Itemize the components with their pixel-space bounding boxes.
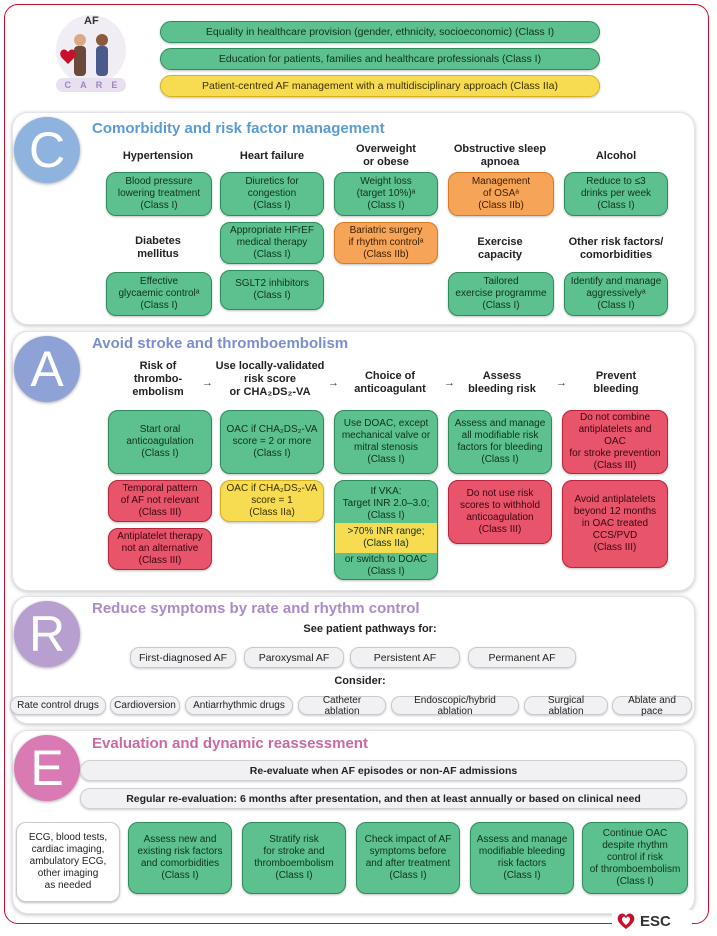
esc-text: ESC [640, 912, 671, 930]
head-choice-anticoagulant: Choice of anticoagulant [354, 370, 426, 395]
box-weight-loss: Weight loss (target 10%)ᵃ (Class I) [334, 172, 438, 216]
box-bariatric: Bariatric surgery if rhythm controlᵃ (Cl… [334, 222, 438, 264]
care-letter-c: C [64, 80, 72, 90]
box-exercise: Tailored exercise programme (Class I) [448, 272, 554, 316]
arrow-2: → [328, 377, 339, 389]
box-other: Identify and manage aggressivelyᵃ (Class… [564, 272, 668, 316]
head-risk-score: Use locally-validated risk score or CHA₂… [215, 360, 325, 398]
box-alcohol: Reduce to ≤3 drinks per week (Class I) [564, 172, 668, 216]
head-overweight: Overweight or obese [356, 143, 416, 168]
option-catheter-ablation: Catheter ablation [298, 695, 386, 717]
box-avoid-antiplatelets: Avoid antiplatelets beyond 12 months in … [562, 480, 668, 568]
outer-frame [4, 4, 709, 924]
box-vka: If VKA: Target INR 2.0–3.0; (Class I) >7… [334, 480, 438, 580]
box-stratify-risk: Stratify risk for stroke and thromboembo… [242, 822, 346, 894]
box-start-oac: Start oral anticoagulation (Class I) [108, 410, 212, 474]
af-care-logo [52, 12, 130, 96]
section-e-title: Evaluation and dynamic reassessment [92, 735, 368, 752]
box-hypertension: Blood pressure lowering treatment (Class… [106, 172, 212, 216]
see-pathways-label: See patient pathways for: [303, 623, 437, 635]
pathway-persistent[interactable]: Persistent AF [350, 647, 460, 668]
box-assess-bleeding: Assess and manage all modifiable risk fa… [448, 410, 552, 474]
letter-r-badge: R [14, 601, 80, 667]
box-diuretics: Diuretics for congestion (Class I) [220, 172, 324, 216]
patient-centred-pill: Patient-centred AF management with a mul… [160, 75, 600, 97]
box-osa: Management of OSAᵃ (Class IIb) [448, 172, 554, 216]
box-hfref: Appropriate HFrEF medical therapy (Class… [220, 222, 324, 264]
option-antiarrhythmic: Antiarrhythmic drugs [185, 696, 293, 715]
head-alcohol: Alcohol [595, 150, 637, 162]
vka-target: If VKA: Target INR 2.0–3.0; (Class I) [342, 486, 430, 521]
box-check-symptoms: Check impact of AF symptoms before and a… [356, 822, 460, 894]
esc-logo: ESC [612, 910, 692, 932]
box-diabetes: Effective glycaemic controlᵃ (Class I) [106, 272, 212, 316]
head-osa: Obstructive sleep apnoea [453, 143, 547, 168]
box-use-doac: Use DOAC, except mechanical valve or mit… [334, 410, 438, 474]
box-continue-oac: Continue OAC despite rhythm control if r… [582, 822, 688, 894]
care-letter-a: A [80, 80, 87, 90]
arrow-4: → [556, 377, 567, 389]
pathway-permanent[interactable]: Permanent AF [468, 647, 576, 668]
head-other: Other risk factors/ comorbidities [568, 236, 664, 261]
head-diabetes: Diabetes mellitus [135, 235, 181, 260]
esc-heart-icon [617, 913, 635, 929]
vka-switch: or switch to DOAC (Class I) [344, 554, 428, 577]
option-cardioversion: Cardioversion [110, 696, 180, 715]
head-exercise: Exercise capacity [477, 236, 523, 261]
letter-c-badge: C [14, 117, 80, 183]
option-hybrid-ablation: Endoscopic/hybrid ablation [391, 695, 519, 717]
section-c-title: Comorbidity and risk factor management [92, 120, 385, 137]
arrow-1: → [202, 377, 213, 389]
box-oac-score-2: OAC if CHA₂DS₂-VA score = 2 or more (Cla… [220, 410, 324, 474]
head-hypertension: Hypertension [122, 150, 194, 162]
equality-pill: Equality in healthcare provision (gender… [160, 21, 600, 43]
head-risk-thromboembolism: Risk of thrombo- embolism [132, 360, 184, 398]
arrow-3: → [444, 377, 455, 389]
pathway-first-diagnosed[interactable]: First-diagnosed AF [130, 647, 236, 668]
head-prevent-bleeding: Prevent bleeding [593, 370, 639, 395]
box-do-not-combine: Do not combine antiplatelets and OAC for… [562, 410, 668, 474]
vka-inr-range: >70% INR range; (Class IIa) [335, 523, 437, 553]
education-pill: Education for patients, families and hea… [160, 48, 600, 70]
box-sglt2: SGLT2 inhibitors (Class I) [220, 270, 324, 310]
section-r-title: Reduce symptoms by rate and rhythm contr… [92, 600, 420, 617]
letter-e-badge: E [14, 735, 80, 801]
care-letter-r: R [95, 80, 103, 90]
letter-a-badge: A [14, 336, 80, 402]
section-a-title: Avoid stroke and thromboembolism [92, 335, 349, 352]
box-oac-score-1: OAC if CHA₂DS₂-VA score = 1 (Class IIa) [220, 480, 324, 522]
re-evaluate-bar: Re-evaluate when AF episodes or non-AF a… [80, 760, 687, 781]
option-rate-control: Rate control drugs [10, 696, 106, 715]
box-assess-risk-factors: Assess new and existing risk factors and… [128, 822, 232, 894]
consider-label: Consider: [334, 675, 386, 687]
option-ablate-pace: Ablate and pace [612, 695, 692, 717]
box-do-not-use-scores: Do not use risk scores to withhold antic… [448, 480, 552, 544]
head-bleeding-risk: Assess bleeding risk [468, 370, 536, 395]
head-heart-failure: Heart failure [239, 150, 305, 162]
box-temporal-pattern: Temporal pattern of AF not relevant (Cla… [108, 480, 212, 522]
box-antiplatelet-not-alternative: Antiplatelet therapy not an alternative … [108, 528, 212, 570]
regular-re-evaluation-bar: Regular re-evaluation: 6 months after pr… [80, 788, 687, 809]
box-investigations: ECG, blood tests, cardiac imaging, ambul… [16, 822, 120, 902]
box-bleeding-factors: Assess and manage modifiable bleeding ri… [470, 822, 574, 894]
af-logo-text: AF [84, 15, 99, 27]
pathway-paroxysmal[interactable]: Paroxysmal AF [244, 647, 344, 668]
option-surgical-ablation: Surgical ablation [524, 695, 608, 717]
care-letters: C A R E [60, 80, 122, 90]
care-letter-e: E [111, 80, 118, 90]
